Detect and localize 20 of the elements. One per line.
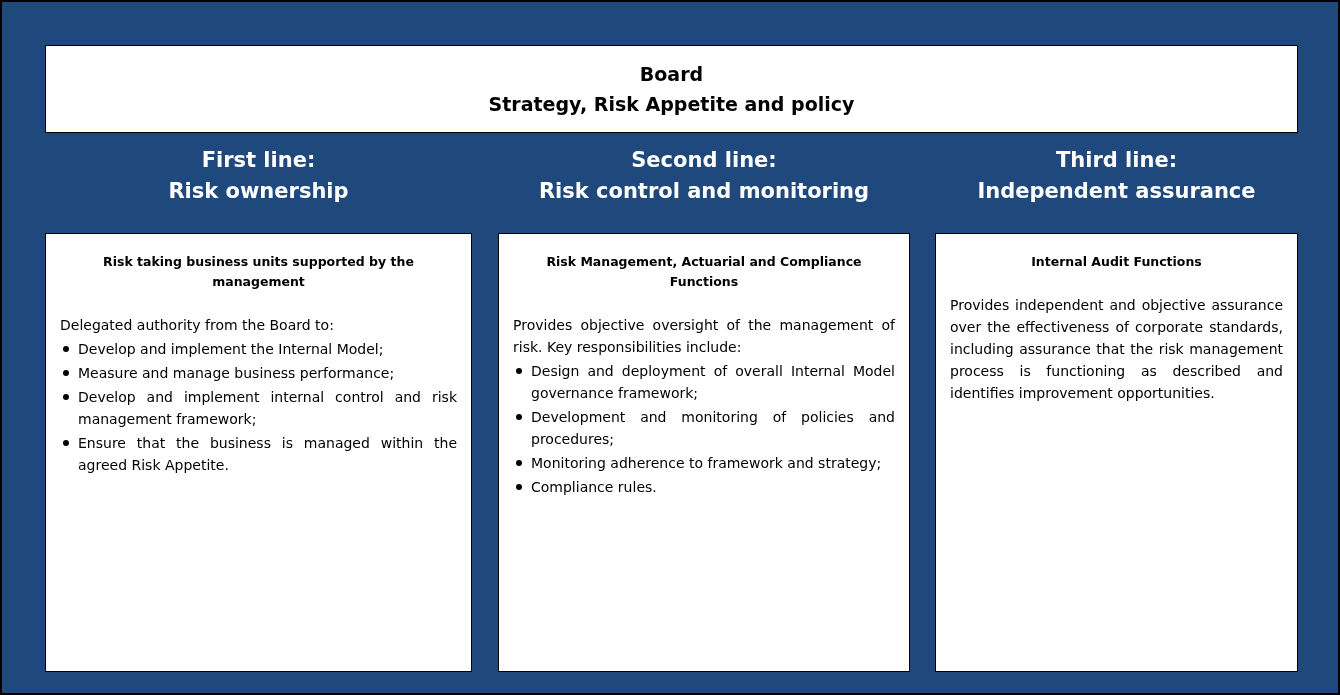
- bullet-text: Design and deployment of overall Internal Model governance framework;: [531, 362, 895, 403]
- bullet-text: Monitoring adherence to framework and strategy;: [531, 454, 883, 473]
- header-text: Strategy, Risk Appetite and policy: [488, 92, 855, 117]
- header-text: Board: [639, 62, 704, 87]
- bullet-text: Development and monitoring of policies and procedures;: [531, 408, 895, 449]
- panel-title: Risk taking business units supported by the management: [102, 253, 415, 291]
- panel-title: Internal Audit Functions: [1030, 253, 1203, 271]
- column-heading: Third line: Independent assurance: [976, 147, 1257, 205]
- bullet-text: Compliance rules.: [531, 478, 658, 497]
- column-heading: First line: Risk ownership: [167, 147, 350, 205]
- header-box: [45, 45, 1298, 133]
- bullet-text: Ensure that the business is managed within the agreed Risk Appetite.: [78, 434, 457, 475]
- bullet-text: Develop and implement internal control and risk management framework;: [78, 388, 457, 429]
- bullet-text: Develop and implement the Internal Model;: [78, 340, 385, 359]
- description-text: Provides independent and objective assurance over the effectiveness of corporate standards, including assurance that the risk management process is functioning as described and identifies improvement opportunities.: [950, 296, 1283, 403]
- panel-title: Risk Management, Actuarial and Compliance Functions: [545, 253, 863, 291]
- description-text: Delegated authority from the Board to:: [60, 316, 335, 335]
- bullet-text: Measure and manage business performance;: [78, 364, 396, 383]
- column-heading: Second line: Risk control and monitoring: [537, 147, 871, 205]
- description-text: Provides objective oversight of the management of risk. Key responsibilities include:: [513, 316, 895, 357]
